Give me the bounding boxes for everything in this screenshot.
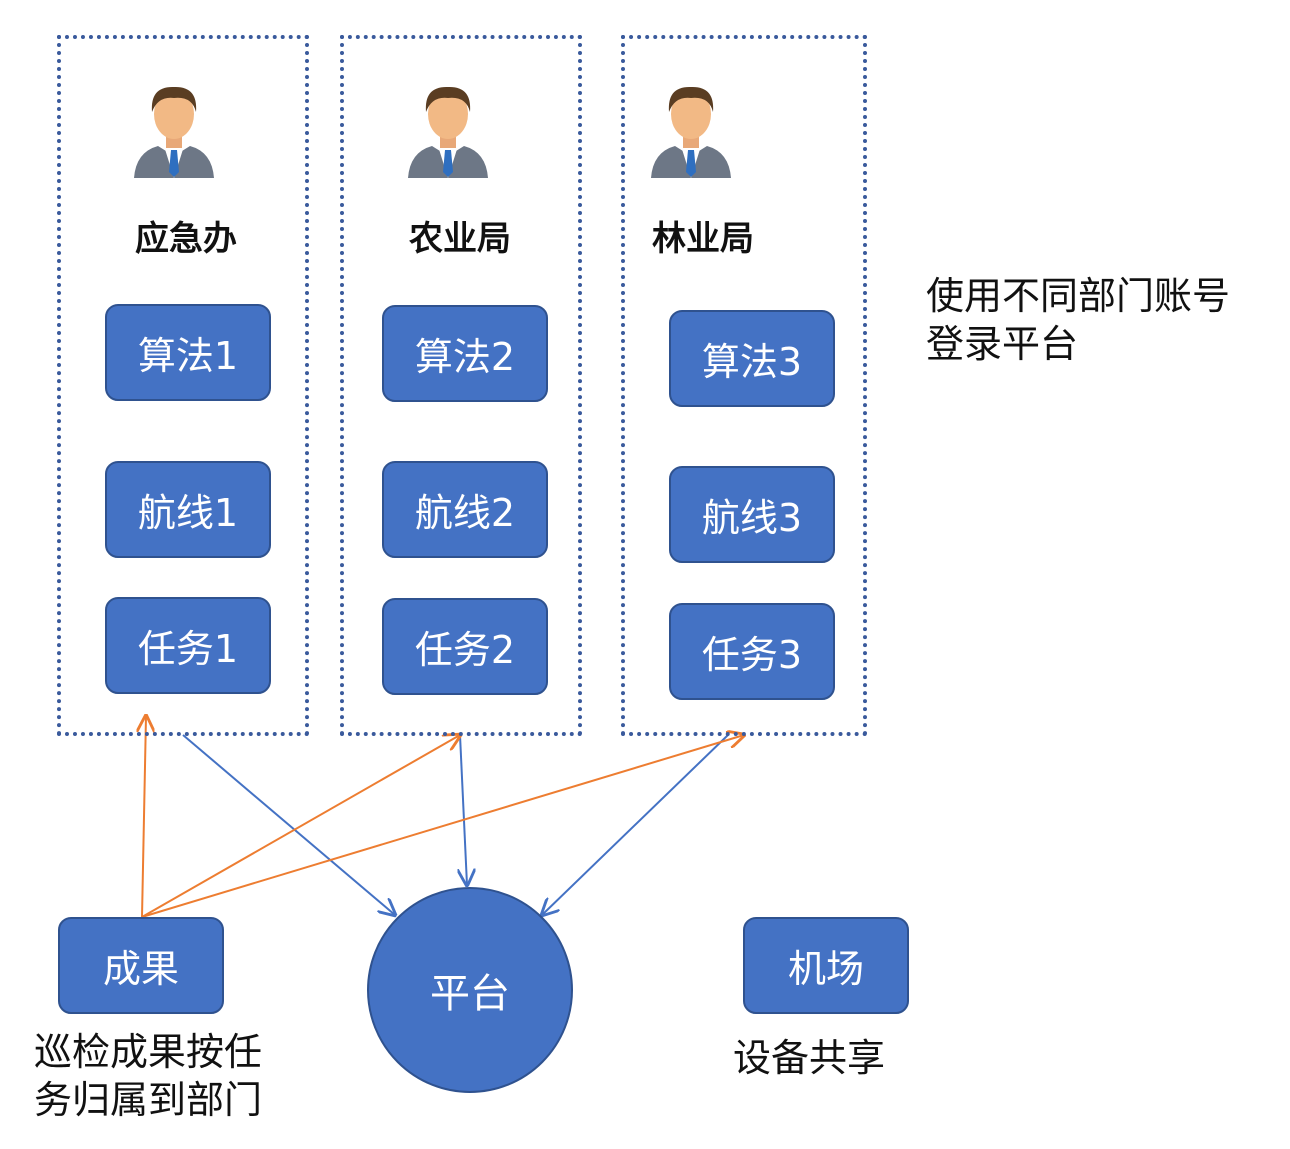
arrow-dept3-to-platform [542, 734, 729, 915]
airport-box[interactable]: 机场 [743, 917, 909, 1014]
department-box-2 [340, 35, 582, 736]
task-box[interactable]: 任务1 [105, 597, 271, 694]
arrow-results-to-dept1 [142, 716, 146, 918]
route-box[interactable]: 航线1 [105, 461, 271, 558]
businessman-icon [645, 82, 737, 182]
department-name: 林业局 [652, 219, 754, 259]
results-caption-line: 务归属到部门 [34, 1078, 263, 1122]
algorithm-box[interactable]: 算法3 [669, 310, 835, 407]
results-box[interactable]: 成果 [58, 917, 224, 1014]
department-box-3 [621, 35, 867, 736]
login-note-line: 登录平台 [926, 322, 1079, 366]
businessman-icon [128, 82, 220, 182]
arrow-dept2-to-platform [460, 734, 467, 885]
results-caption: 巡检成果按任 务归属到部门 [34, 1028, 262, 1124]
login-note: 使用不同部门账号 登录平台 [926, 272, 1230, 368]
department-name: 应急办 [135, 219, 237, 259]
task-box[interactable]: 任务3 [669, 603, 835, 700]
login-note-line: 使用不同部门账号 [926, 274, 1231, 318]
department-box-1 [57, 35, 309, 736]
arrow-dept1-to-platform [182, 734, 395, 915]
task-box[interactable]: 任务2 [382, 598, 548, 695]
route-box[interactable]: 航线2 [382, 461, 548, 558]
algorithm-box[interactable]: 算法1 [105, 304, 271, 401]
algorithm-box[interactable]: 算法2 [382, 305, 548, 402]
arrow-results-to-dept3 [141, 735, 744, 918]
airport-caption: 设备共享 [733, 1036, 886, 1080]
businessman-icon [402, 82, 494, 182]
results-caption-line: 巡检成果按任 [34, 1030, 263, 1074]
arrow-results-to-dept2 [141, 735, 460, 918]
route-box[interactable]: 航线3 [669, 466, 835, 563]
department-name: 农业局 [409, 219, 511, 259]
platform-circle[interactable]: 平台 [367, 887, 573, 1093]
